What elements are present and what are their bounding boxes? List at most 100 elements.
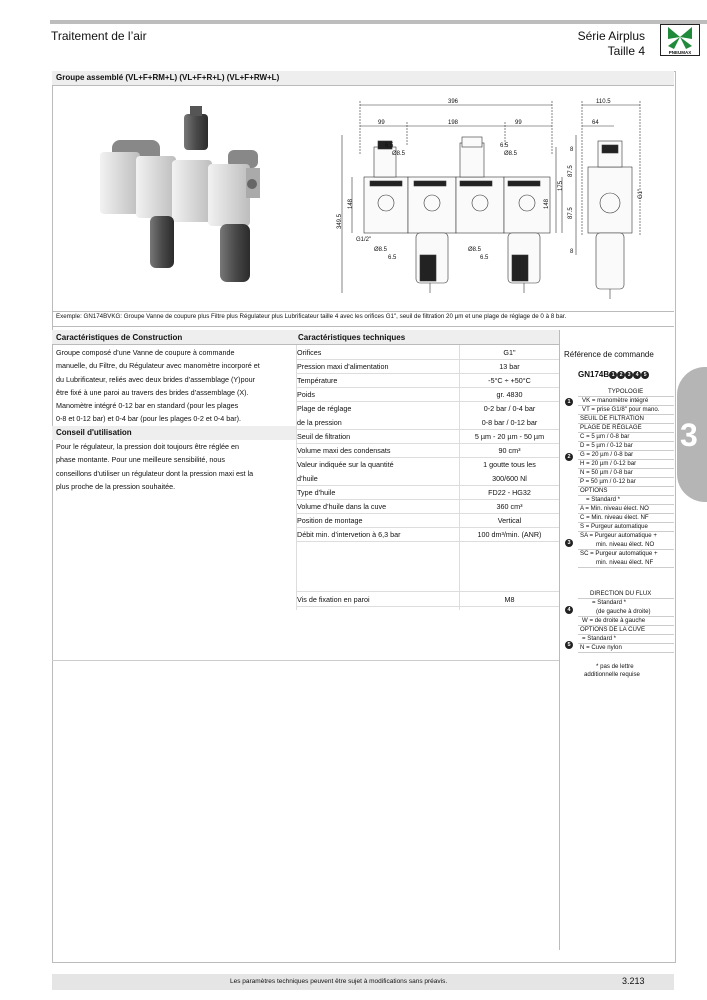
ref-line: C = Min. niveau élect. NF <box>578 513 674 523</box>
dim-349-5: 349.5 <box>337 213 343 229</box>
tech-key: Seuil de filtration <box>297 432 351 441</box>
dim-99-right: 99 <box>515 120 522 126</box>
table-divider <box>459 345 460 610</box>
example-row <box>52 311 674 327</box>
dim-d8-5-a: Ø8.5 <box>392 151 406 157</box>
dim-99-left: 99 <box>378 120 385 126</box>
construction-title: Caractéristiques de Construction <box>56 333 183 342</box>
ref-line: G = 20 µm / 0-8 bar <box>578 450 674 460</box>
conseil-bar <box>52 426 296 440</box>
table-row: de la pression 0-8 bar / 0-12 bar <box>296 415 559 430</box>
ref-line: N = Cuve nylon <box>578 643 674 653</box>
ref-line: = Standard * <box>578 495 674 505</box>
tech-value: G1" <box>503 348 516 357</box>
chapter-tab: 3 <box>677 367 707 502</box>
dim-396: 396 <box>448 99 459 105</box>
reference-title: Référence de commande <box>564 350 654 359</box>
tech-value: -5°C ÷ +50°C <box>488 376 531 385</box>
dim-6-5-a: 6.5 <box>385 143 394 149</box>
label-g1: G1" <box>638 189 644 199</box>
tech-value: 5 µm - 20 µm - 50 µm <box>474 432 545 441</box>
bullet-3: 3 <box>565 539 573 547</box>
conseil-line: Pour le régulateur, la pression doit tou… <box>56 442 239 451</box>
size-label: Taille 4 <box>607 44 645 58</box>
page-number: 3.213 <box>622 976 645 986</box>
construction-line: Groupe composé d’une Vanne de coupure à … <box>56 348 235 357</box>
series-label: Série Airplus <box>577 29 645 43</box>
construction-line: manuelle, du Filtre, du Régulateur avec … <box>56 361 260 371</box>
ref-line: OPTIONS DE LA CUVE <box>578 625 674 635</box>
ref-line: VT = prise G1/8" pour mano. <box>578 405 674 415</box>
tech-title: Caractéristiques techniques <box>298 333 406 342</box>
dim-6-5-b: 6.5 <box>500 143 509 149</box>
construction-line: du Lubrificateur, reliés avec deux bride… <box>56 374 255 384</box>
reference-note-2: additionnelle requise <box>584 671 640 678</box>
ref-line: PLAGE DE RÉGLAGE <box>578 423 674 433</box>
construction-line: 0-8 et 0-12 bar) et 0-4 bar (pour les pl… <box>56 414 241 424</box>
bullet-4: 4 <box>565 606 573 614</box>
dim-6-5-d: 6.5 <box>480 255 489 261</box>
tech-key: Volume d’huile dans la cuve <box>297 502 387 511</box>
tech-key: Vis de fixation en paroi <box>297 595 370 604</box>
section-title: Groupe assemblé (VL+F+RM+L) (VL+F+R+L) (… <box>56 73 280 82</box>
ref-line: N = 50 µm / 0-8 bar <box>578 468 674 478</box>
code-bullet: 4 <box>633 370 642 379</box>
dim-87-5-bottom: 87.5 <box>568 207 574 219</box>
tech-value: 300/600 Nl <box>492 474 527 483</box>
construction-line: être fixé à une paroi au travers des bri… <box>56 387 249 397</box>
table-row: Seuil de filtration 5 µm - 20 µm - 50 µm <box>296 429 559 444</box>
dim-110-5: 110.5 <box>596 99 611 105</box>
dim-d8-5-c: Ø8.5 <box>374 247 388 253</box>
bullet-5: 5 <box>565 641 573 649</box>
column-divider <box>559 330 560 950</box>
ref-line: SA = Purgeur automatique + <box>580 532 657 539</box>
ref-line: SC = Purgeur automatique + <box>580 550 658 557</box>
construction-line: Manomètre intégré 0-12 bar en standard (… <box>56 401 239 411</box>
tech-value: gr. 4830 <box>496 390 523 399</box>
tech-key: de la pression <box>297 418 342 427</box>
dim-d8-5-d: Ø8.5 <box>468 247 482 253</box>
example-text: Exemple: GN174BVKG: Groupe Vanne de coup… <box>56 313 567 320</box>
table-row: Plage de réglage 0-2 bar / 0-4 bar <box>296 401 559 415</box>
tech-value: 1 goutte tous les <box>483 460 536 469</box>
conseil-line: phase montante. Pour une meilleure sensi… <box>56 455 226 465</box>
tech-value: Vertical <box>497 516 522 525</box>
tech-value: 0-8 bar / 0-12 bar <box>481 418 538 427</box>
top-rule <box>50 20 707 24</box>
bullet-2: 2 <box>565 453 573 461</box>
tech-key: Type d’huile <box>297 488 336 497</box>
conseil-line: plus proche de la pression souhaitée. <box>56 481 176 491</box>
tech-value: 0-2 bar / 0-4 bar <box>483 404 536 413</box>
columns-header-bar <box>52 330 559 345</box>
ref-line: VK = manomètre intégré <box>578 396 674 406</box>
tech-key: Valeur indiquée sur la quantité <box>297 460 394 469</box>
tech-value: 13 bar <box>499 362 520 371</box>
dim-175: 175 <box>558 180 564 191</box>
section-bar <box>52 71 674 86</box>
dim-198: 198 <box>448 120 459 126</box>
tech-value: 100 dm³/min. (ANR) <box>477 530 542 539</box>
logo-text: PNEUMAX <box>669 50 692 55</box>
pneumax-logo: PNEUMAX <box>660 24 700 56</box>
code-bullet: 3 <box>625 370 634 379</box>
table-left-divider <box>296 345 297 610</box>
tech-key: Position de montage <box>297 516 363 525</box>
conseil-line: conseillons d'utiliser un régulateur don… <box>56 468 254 478</box>
dim-8-top: 8 <box>570 147 574 153</box>
code-bullet: 1 <box>609 370 618 379</box>
ref-line: min. niveau élect. NO <box>578 540 674 550</box>
tech-key: Température <box>297 376 338 385</box>
dim-148-right: 148 <box>544 198 550 209</box>
construction-text: Groupe composé d’une Vanne de coupure à … <box>56 346 292 426</box>
page-title: Traitement de l’air <box>51 29 147 43</box>
reference-note-1: * pas de lettre <box>596 663 634 670</box>
ref-line: DIRECTION DU FLUX <box>578 589 674 599</box>
tech-key: Plage de réglage <box>297 404 352 413</box>
ref-line: (de gauche à droite) <box>578 607 674 617</box>
